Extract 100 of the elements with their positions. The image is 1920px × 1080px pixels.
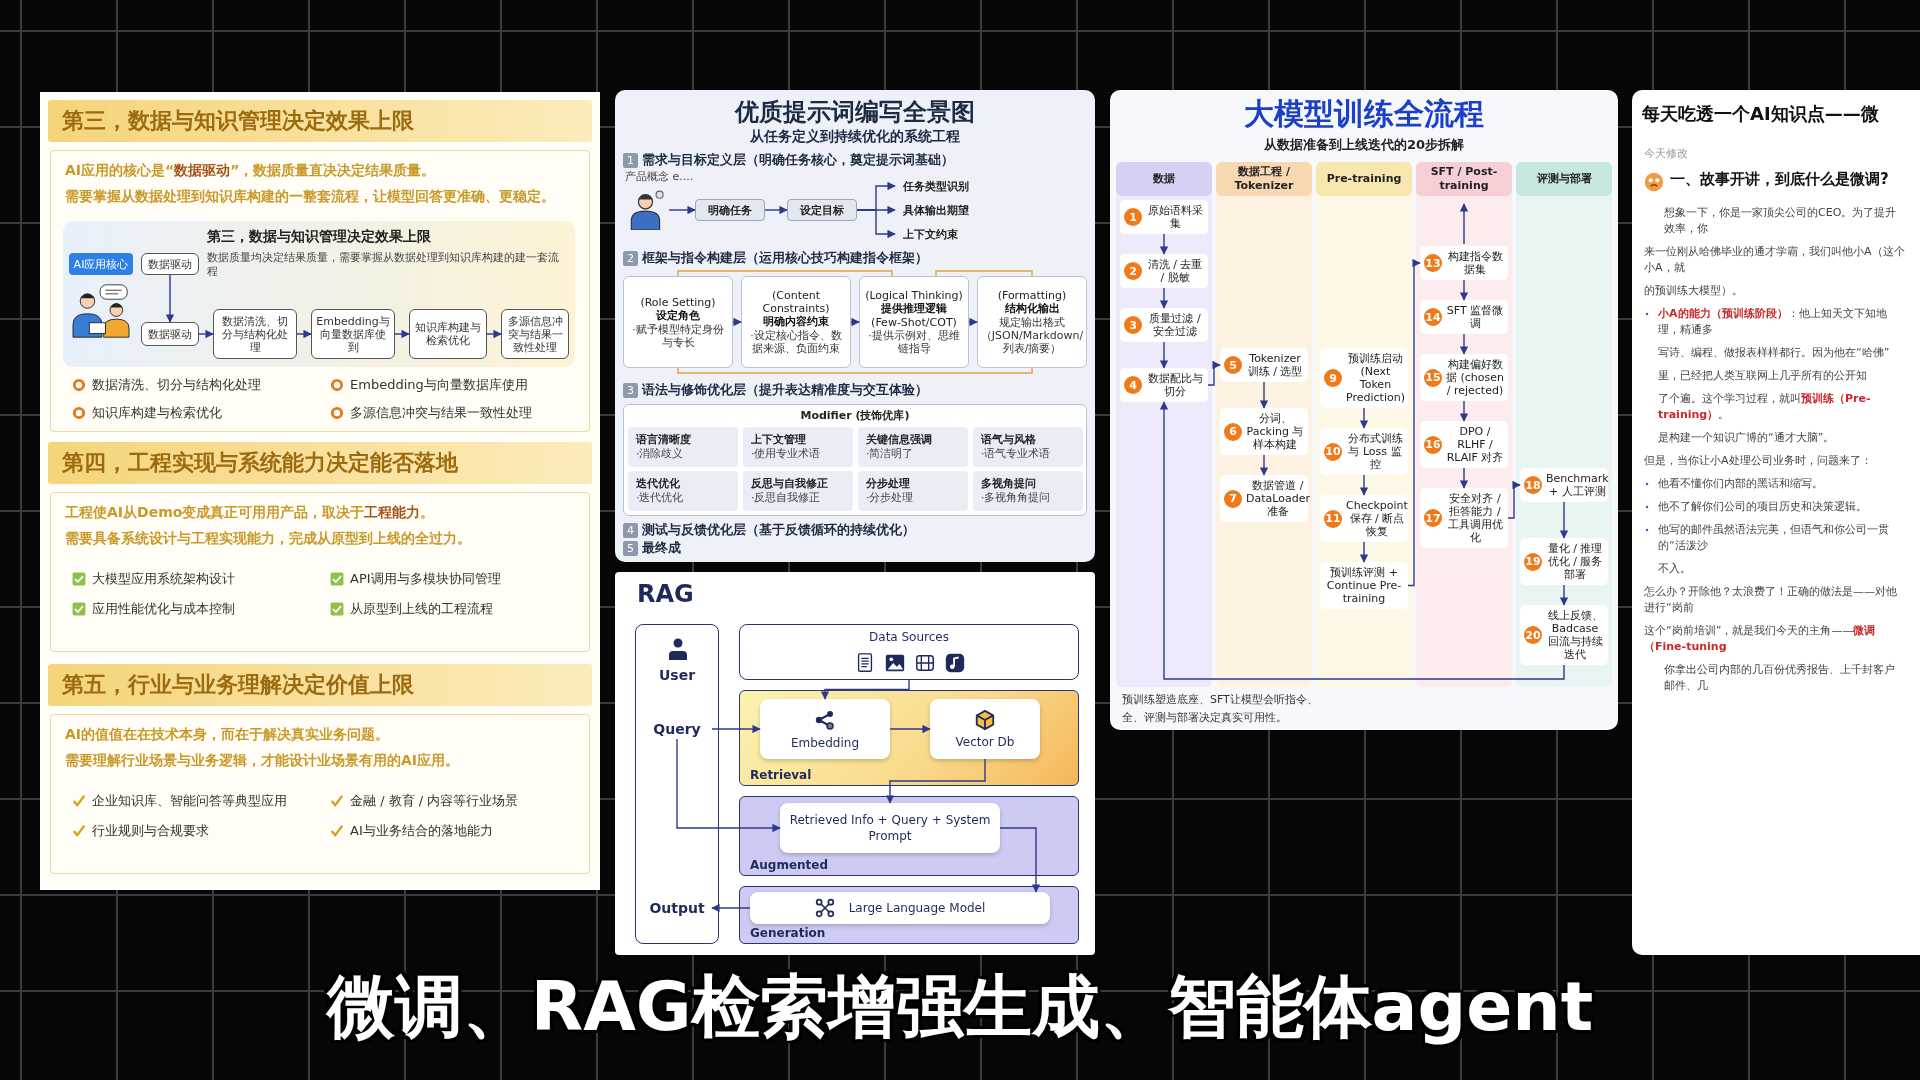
process-box: 多源信息冲突与结果一致性处理 <box>501 309 569 359</box>
paragraph-line: 你拿出公司内部的几百份优秀报告、上千封客户邮件、几 <box>1664 662 1896 694</box>
swimlane <box>1516 162 1612 687</box>
process-box: Embedding与向量数据库使到 <box>311 309 395 359</box>
number-badge: 1 <box>623 153 638 168</box>
group-panel <box>739 690 1079 786</box>
meta-text: 今天修改 <box>1644 146 1688 161</box>
framework-card: (Content Constraints) 明确内容约束 ·设定核心指令、数据来源、负面约束 <box>741 276 851 368</box>
arrow <box>1359 541 1369 563</box>
list-item: AI与业务结合的落地能力 <box>350 822 493 840</box>
step-label: 数据配比与切分 <box>1146 372 1204 398</box>
user-label: User <box>657 667 697 683</box>
goal-item: 上下文约束 <box>895 224 1025 244</box>
query-text: Query <box>642 719 712 739</box>
step-card <box>1420 488 1508 548</box>
arrow <box>820 679 910 700</box>
framework-card: (Logical Thinking) 提供推理逻辑 (Few-Shot/COT) ·提供示例对、思维链指导 <box>859 276 969 368</box>
arrow <box>711 903 751 913</box>
list-item: 企业知识库、智能问答等典型应用 <box>92 792 287 810</box>
step-number-badge: 17 <box>1424 509 1442 527</box>
box-label: Large Language Model <box>848 900 986 916</box>
arrow <box>1359 407 1369 429</box>
step-label: 分词、Packing 与样本构建 <box>1246 412 1304 451</box>
group-label: Augmented <box>750 858 829 872</box>
process-box: 数据驱动 <box>141 253 199 275</box>
panel-title: 大模型训练全流程 <box>1243 95 1485 133</box>
lane-header: 数据 <box>1116 162 1212 196</box>
process-box <box>760 699 890 759</box>
list-item: 数据清洗、切分与结构化处理 <box>92 376 261 394</box>
swimlane <box>1416 162 1512 687</box>
box-label: Vector Db <box>955 733 1015 750</box>
step-card <box>1120 368 1208 402</box>
step-card <box>1420 421 1508 468</box>
card-title: RAG <box>637 580 694 608</box>
step-card <box>1220 348 1308 382</box>
infographic-panel <box>615 90 1095 562</box>
step-number-badge: 14 <box>1424 308 1442 326</box>
paragraph-line: 怎么办？开除他？太浪费了！正确的做法是——对他进行“岗前 <box>1644 584 1898 616</box>
step-number-badge: 19 <box>1524 552 1542 571</box>
list-item: Embedding与向量数据库使用 <box>350 376 528 394</box>
step-card <box>1420 300 1508 334</box>
paragraph-line: 想象一下，你是一家顶尖公司的CEO。为了提升效率，你 <box>1664 205 1898 237</box>
paragraph-line: 里，已经把人类互联网上几乎所有的公开知 <box>1658 368 1867 384</box>
modifier-item: 上下文管理 ·使用专业术语 <box>743 427 853 467</box>
list-item: 知识库构建与检索优化 <box>92 404 222 422</box>
arrow <box>1507 480 1521 519</box>
arrow <box>676 738 781 833</box>
footnote: 全、评测与部署决定真实可用性。 <box>1122 710 1287 725</box>
section-heading: 语法与修饰优化层（提升表达精准度与交互体验） <box>642 382 928 399</box>
paragraph-line: 他写的邮件虽然语法完美，但语气和你公司一贯的“活泼沙 <box>1658 522 1890 554</box>
list-item: 从原型到上线的工程流程 <box>350 600 493 618</box>
note-text: 数据质量均决定结果质量，需要掌握从数据处理到知识库构建的建一套流程 <box>207 251 560 279</box>
tag-badge: AI应用核心 <box>69 253 133 275</box>
step-card <box>1320 348 1408 408</box>
paragraph-line: 小A的能力（预训练阶段）：他上知天文下知地理，精通多 <box>1658 306 1888 338</box>
arrow <box>1159 233 1169 255</box>
arrow <box>889 724 931 734</box>
framework-card: (Formatting) 结构化输出 规定输出格式（JSON/Markdown/列表/摘要） <box>977 276 1087 368</box>
step-number-badge: 5 <box>1224 356 1242 374</box>
step-card <box>1120 200 1208 234</box>
infographic-panel <box>1110 90 1618 730</box>
process-box: Retrieved Info + Query + System Prompt <box>780 803 1000 853</box>
arrow <box>394 329 410 339</box>
arrow <box>1459 279 1469 301</box>
panel-subtitle: 从数据准备到上线迭代的20步拆解 <box>1262 136 1466 154</box>
list-item: 行业规则与合规要求 <box>92 822 209 840</box>
number-badge: 2 <box>623 251 638 266</box>
arrow <box>856 209 896 239</box>
heading-band: 第五，行业与业务理解决定价值上限 <box>48 664 592 706</box>
arrow <box>486 329 502 339</box>
step-number-badge: 9 <box>1324 369 1342 387</box>
arrow <box>1207 360 1221 386</box>
step-label: 构建偏好数据 (chosen / rejected) <box>1446 358 1504 397</box>
number-badge: 4 <box>623 523 638 538</box>
section-heading: 最终成 <box>642 540 681 557</box>
paragraph-line: 这个“岗前培训”，就是我们今天的主角——微调（Fine-tuning <box>1644 623 1877 655</box>
panel-subtitle: 从任务定义到持续优化的系统工程 <box>749 128 961 146</box>
article-heading: 一、故事开讲，到底什么是微调? <box>1670 170 1889 189</box>
goal-item: 任务类型识别 <box>895 176 1025 196</box>
section-heading: 测试与反馈优化层（基于反馈循环的持续优化） <box>642 522 915 539</box>
arrow <box>1459 333 1469 355</box>
step-number-badge: 2 <box>1124 262 1142 280</box>
step-box: 明确任务 <box>695 199 765 221</box>
paragraph-line: 来一位刚从哈佛毕业的通才学霸，我们叫他小A（这个小A，就 <box>1644 244 1905 276</box>
panel-title: Modifier (技饰优库) <box>799 408 911 423</box>
connector-line <box>677 270 893 277</box>
step-label: 安全对齐 / 拒答能力 / 工具调用优化 <box>1446 492 1504 544</box>
section-heading: 框架与指令构建层（运用核心技巧构建指令框架） <box>642 250 928 267</box>
step-label: Tokenizer 训练 / 选型 <box>1246 352 1304 378</box>
step-number-badge: 11 <box>1324 509 1342 528</box>
framework-card: (Role Setting) 设定角色 ·赋予模型特定身份与专长 <box>623 276 733 368</box>
step-number-badge: 10 <box>1324 442 1342 461</box>
connector-line <box>935 270 1033 277</box>
step-card <box>1520 468 1608 502</box>
step-label: SFT 监督微调 <box>1446 304 1504 330</box>
heading-band: 第三，数据与知识管理决定效果上限 <box>48 100 592 142</box>
step-label: Checkpoint 保存 / 断点恢复 <box>1346 499 1408 538</box>
step-card <box>1120 254 1208 288</box>
step-card <box>1420 354 1508 401</box>
step-card <box>1220 475 1308 522</box>
